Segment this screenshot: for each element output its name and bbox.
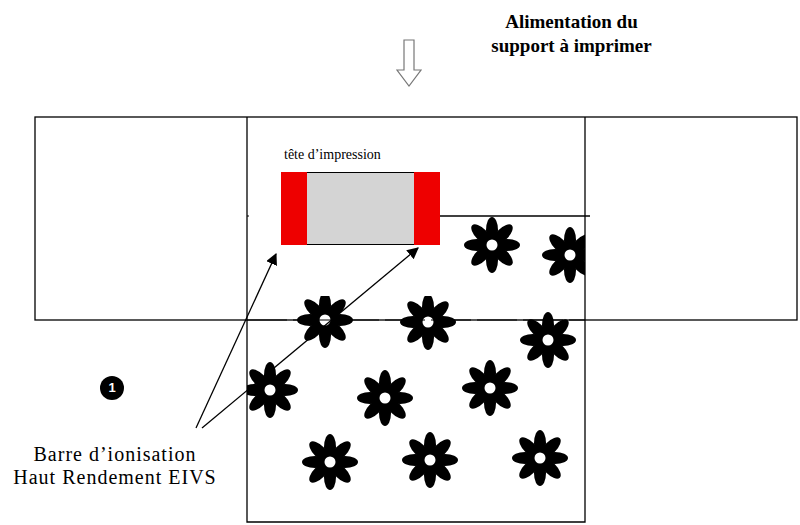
leader-line: [202, 248, 418, 428]
band-divider: [246, 117, 247, 320]
printed-pattern: [242, 217, 598, 490]
part-label: tête d’impression: [284, 146, 381, 164]
flower-motif: [357, 370, 413, 426]
feed-arrow: [397, 40, 421, 86]
leader-line: [196, 254, 276, 428]
ionisation-bar: [281, 172, 307, 245]
flower-motif: [400, 294, 456, 350]
flower-motif: [464, 217, 520, 273]
sheet-edge: [435, 215, 590, 216]
part-label: Barre d’ionisation Haut Rendement EIVS: [13, 443, 217, 489]
flower-motif: [402, 432, 458, 488]
band-divider: [584, 117, 585, 320]
callout-number: 1: [100, 376, 124, 400]
flower-motif: [512, 430, 568, 486]
flower-motif: [462, 360, 518, 416]
callout-number: 1: [108, 381, 115, 395]
machine-band: [35, 117, 797, 320]
printed-sheet: [247, 320, 585, 522]
flower-motif: [302, 434, 358, 490]
ionisation-bar: [414, 172, 440, 245]
feed-title: Alimentation du support à imprimer: [491, 10, 652, 58]
print-head: tête d’impression: [281, 172, 440, 245]
flower-motif: [242, 362, 298, 418]
sheet-edge: [247, 320, 585, 321]
flower-motif: [542, 227, 598, 283]
